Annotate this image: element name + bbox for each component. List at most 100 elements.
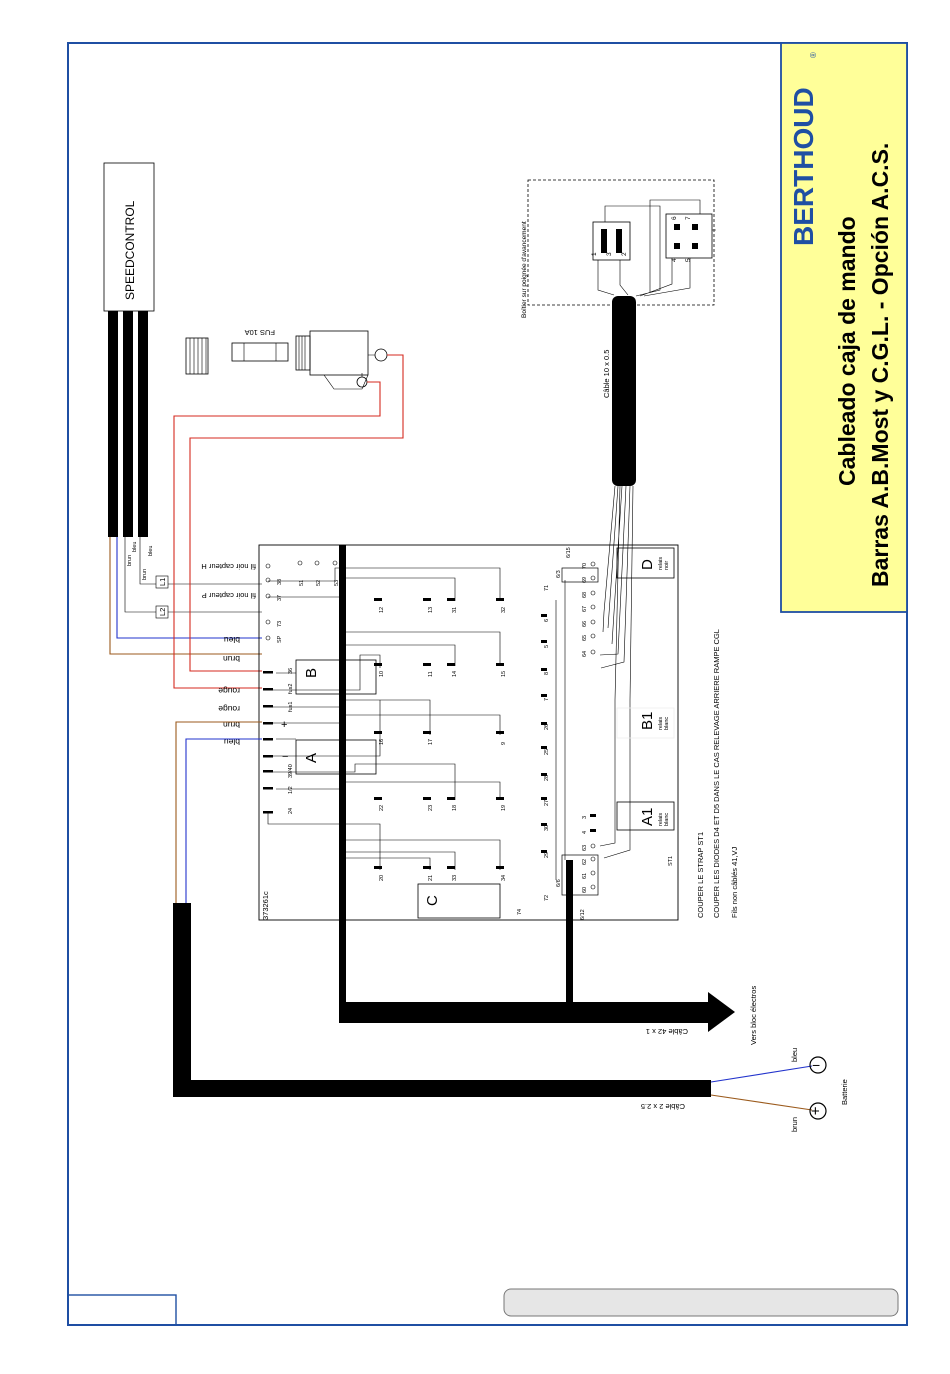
svg-text:32: 32 [501, 607, 507, 613]
handle-box-label: Boîtier sur poignée d'avancement [521, 221, 528, 318]
middle-bus [555, 580, 566, 880]
cable-42x1 [339, 1002, 712, 1023]
svg-text:relais: relais [658, 717, 664, 730]
svg-text:7: 7 [544, 698, 550, 701]
svg-text:63: 63 [582, 845, 588, 851]
title-line-2: Barras A.B.Most y C.G.L. - Opción A.C.S. [867, 143, 893, 587]
side-wire-labels: fil noir capteur H fil noir capteur P bl… [155, 562, 256, 747]
svg-text:3: 3 [582, 816, 588, 819]
electro-label: Vers bloc électros [749, 986, 758, 1045]
svg-text:6/15: 6/15 [566, 547, 572, 558]
svg-text:16: 16 [379, 739, 385, 745]
fuse-holder: FUS 10A [185, 328, 388, 390]
svg-text:26: 26 [544, 724, 550, 730]
title-block [780, 42, 908, 613]
svg-text:23: 23 [428, 805, 434, 811]
wire-blue [185, 738, 262, 905]
speedcontrol-label: SPEEDCONTROL [123, 200, 137, 300]
svg-text:7: 7 [685, 216, 692, 220]
block-C-label: C [424, 895, 441, 906]
battery-plus-terminal [809, 1102, 827, 1120]
svg-text:rouge: rouge [218, 686, 240, 696]
note-1: COUPER LE STRAP ST1 [696, 832, 705, 918]
svg-text:51: 51 [299, 580, 305, 586]
svg-text:4: 4 [582, 831, 588, 834]
svg-text:5: 5 [685, 258, 692, 262]
page-frame [67, 42, 908, 1326]
svg-text:66: 66 [582, 621, 588, 627]
wire-label: bleu [148, 546, 154, 556]
svg-text:73: 73 [277, 621, 283, 627]
svg-text:60: 60 [582, 887, 588, 893]
svg-text:10: 10 [379, 671, 385, 677]
handle-box [527, 179, 715, 306]
svg-text:17: 17 [428, 739, 434, 745]
svg-text:3: 3 [606, 252, 613, 256]
svg-text:34: 34 [501, 875, 507, 881]
svg-text:6: 6 [671, 216, 678, 220]
cable-2x25 [173, 903, 191, 1096]
battery-minus-terminal [809, 1056, 827, 1074]
svg-text:5: 5 [544, 645, 550, 648]
svg-text:L2: L2 [158, 608, 167, 616]
svg-text:14: 14 [452, 671, 458, 677]
svg-text:−: − [282, 751, 288, 763]
wire-brown [710, 1094, 813, 1111]
sensor-connector: SP 73 37 38 51 52 53 [265, 560, 340, 643]
wire-brown [109, 537, 262, 655]
wire-red [189, 354, 404, 672]
block-D [616, 547, 675, 579]
svg-text:2: 2 [621, 252, 628, 256]
svg-text:67: 67 [582, 606, 588, 612]
cable-2x25 [173, 1080, 711, 1097]
svg-text:30: 30 [544, 825, 550, 831]
svg-text:+: + [281, 719, 287, 731]
svg-text:53: 53 [334, 580, 340, 586]
note-2: COUPER LES DIODES D4 ET D5 DANS LE CAS R… [712, 629, 721, 918]
svg-text:29: 29 [544, 852, 550, 858]
svg-text:27: 27 [544, 800, 550, 806]
svg-text:bleu: bleu [224, 635, 240, 645]
svg-text:blanc: blanc [664, 813, 670, 826]
block-B1 [616, 707, 675, 739]
svg-text:20: 20 [379, 875, 385, 881]
block-C [417, 883, 501, 919]
speedcontrol-cable [138, 311, 148, 537]
svg-text:1: 1 [591, 252, 598, 256]
battery-plus: + [811, 1103, 820, 1120]
note-3: Fils non câblés 41,VJ [730, 846, 739, 918]
svg-text:6/6: 6/6 [556, 879, 562, 887]
svg-text:28: 28 [544, 775, 550, 781]
svg-text:8: 8 [544, 672, 550, 675]
svg-text:69: 69 [582, 577, 588, 583]
svg-text:61: 61 [582, 873, 588, 879]
wire-label: brun [127, 555, 133, 566]
wire-label: brun [142, 569, 148, 580]
svg-text:21: 21 [428, 875, 434, 881]
battery-minus-wire: bleu [790, 1048, 799, 1062]
svg-text:33: 33 [452, 875, 458, 881]
block-A-label: A [303, 753, 320, 763]
block-A1-label: A1 [639, 808, 656, 826]
svg-text:65: 65 [582, 635, 588, 641]
svg-text:12: 12 [379, 607, 385, 613]
svg-text:64: 64 [582, 651, 588, 657]
wire-black [124, 537, 262, 613]
svg-text:62: 62 [582, 859, 588, 865]
cable-10x05 [612, 296, 636, 486]
cable-42x1-label: Câble 42 x 1 [646, 1027, 688, 1036]
speedcontrol-box [103, 162, 155, 312]
svg-text:37: 37 [277, 595, 283, 601]
footer-bar [503, 1288, 899, 1317]
block-B [295, 659, 377, 695]
svg-text:72: 72 [544, 895, 550, 901]
board-ref: 373261c [261, 891, 270, 920]
svg-text:fil noir capteur P: fil noir capteur P [202, 591, 256, 600]
svg-text:31: 31 [452, 607, 458, 613]
svg-text:noir: noir [664, 561, 670, 570]
title-line-1: Cableado caja de mando [834, 216, 860, 486]
svg-text:SP: SP [277, 635, 283, 643]
svg-text:brun: brun [223, 720, 240, 730]
svg-text:70: 70 [582, 563, 588, 569]
